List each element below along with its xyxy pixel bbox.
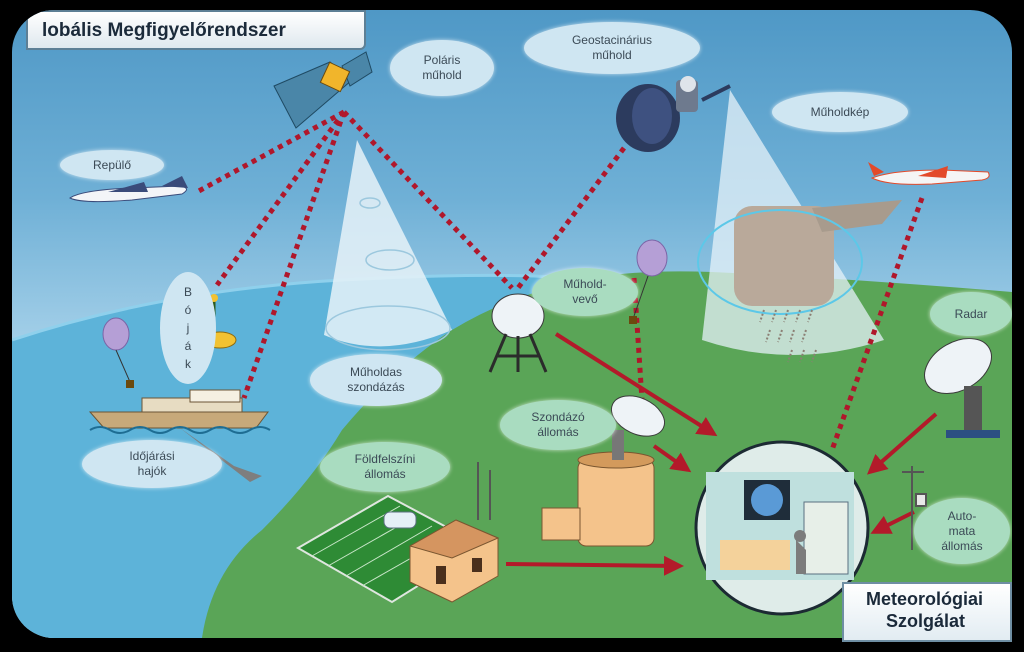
corner-title-line: Meteorológiai: [866, 589, 984, 609]
arrow-receiver-center: [554, 332, 718, 437]
scene: [12, 51, 1012, 638]
label-satellite-receiver: Műhold-vevő: [532, 268, 638, 316]
label-line: Poláris: [423, 53, 461, 67]
label-line: műhold: [592, 48, 632, 62]
arrow-radar-center: [866, 412, 938, 475]
label-buoys: B ó j á k: [160, 272, 216, 384]
label-letter: B: [183, 285, 192, 299]
label-satellite-image: Műholdkép: [772, 92, 908, 132]
label-line: Műhold-: [563, 277, 607, 291]
label-line: állomás: [364, 467, 406, 481]
cone-ring: [359, 197, 381, 209]
label-letter: ó: [184, 303, 192, 317]
cone-ring: [325, 305, 451, 351]
label-line: műhold: [422, 68, 462, 82]
meteorological-service-title: Meteorológiai Szolgálat: [842, 582, 1012, 642]
storm-anvil: [812, 200, 902, 232]
weather-center-icon: [694, 440, 870, 616]
polar-scan-cone: [324, 140, 452, 347]
ship-icon: [88, 389, 271, 482]
label-line: szondázás: [347, 380, 405, 394]
plane-left-icon: [69, 176, 188, 203]
label-line: mata: [948, 523, 976, 538]
link-plane-center: [829, 197, 925, 451]
balloon-right-icon: [629, 239, 668, 324]
ground-station-icon: [295, 462, 500, 604]
geo-satellite-icon: [616, 76, 731, 152]
polar-satellite-icon: [273, 51, 373, 129]
arrow-sonde-center: [652, 444, 692, 473]
link-satellite-buoy: [214, 110, 347, 287]
arrow-ground-center: [505, 555, 684, 576]
corner-title-line: Szolgálat: [886, 611, 966, 631]
link-satellite-receiver: [342, 110, 514, 290]
automatic-station-icon: [902, 466, 927, 550]
link-satellite-plane: [195, 109, 346, 195]
sounding-station-icon: [541, 395, 665, 547]
label-line: vevő: [572, 292, 598, 306]
label-letter: j: [186, 321, 190, 335]
label-line: Geostacinárius: [571, 33, 653, 47]
page-title: lobális Megfigyelőrendszer: [26, 10, 366, 50]
label-line: állomás: [941, 538, 983, 553]
label-line: hajók: [137, 464, 167, 478]
label-line: állomás: [537, 425, 579, 439]
label-letter: á: [184, 339, 192, 353]
label-letter: k: [185, 357, 191, 371]
red-arrows: [505, 332, 938, 576]
link-satellite-ship: [241, 111, 347, 399]
storm-cloud: [734, 206, 834, 306]
radar-circle: [697, 209, 863, 315]
label-line: Auto-: [947, 508, 977, 523]
label-line: Műholdas: [349, 365, 403, 379]
link-geo-receiver: [516, 146, 626, 290]
cone-ring: [365, 249, 415, 271]
satellite-receiver-icon: [488, 293, 548, 373]
arrow-auto-center: [870, 510, 915, 534]
balloon-left-icon: [102, 317, 134, 388]
label-plane: Repülő: [60, 150, 164, 180]
radar-icon: [924, 338, 1000, 438]
label-radar: Radar: [930, 292, 1012, 336]
sea-horizon: [12, 273, 573, 342]
plane-right-icon: [868, 162, 990, 185]
label-line: Időjárási: [129, 449, 175, 463]
label-line: Szondázó: [531, 410, 585, 424]
label-line: Földfelszíni: [354, 452, 416, 466]
